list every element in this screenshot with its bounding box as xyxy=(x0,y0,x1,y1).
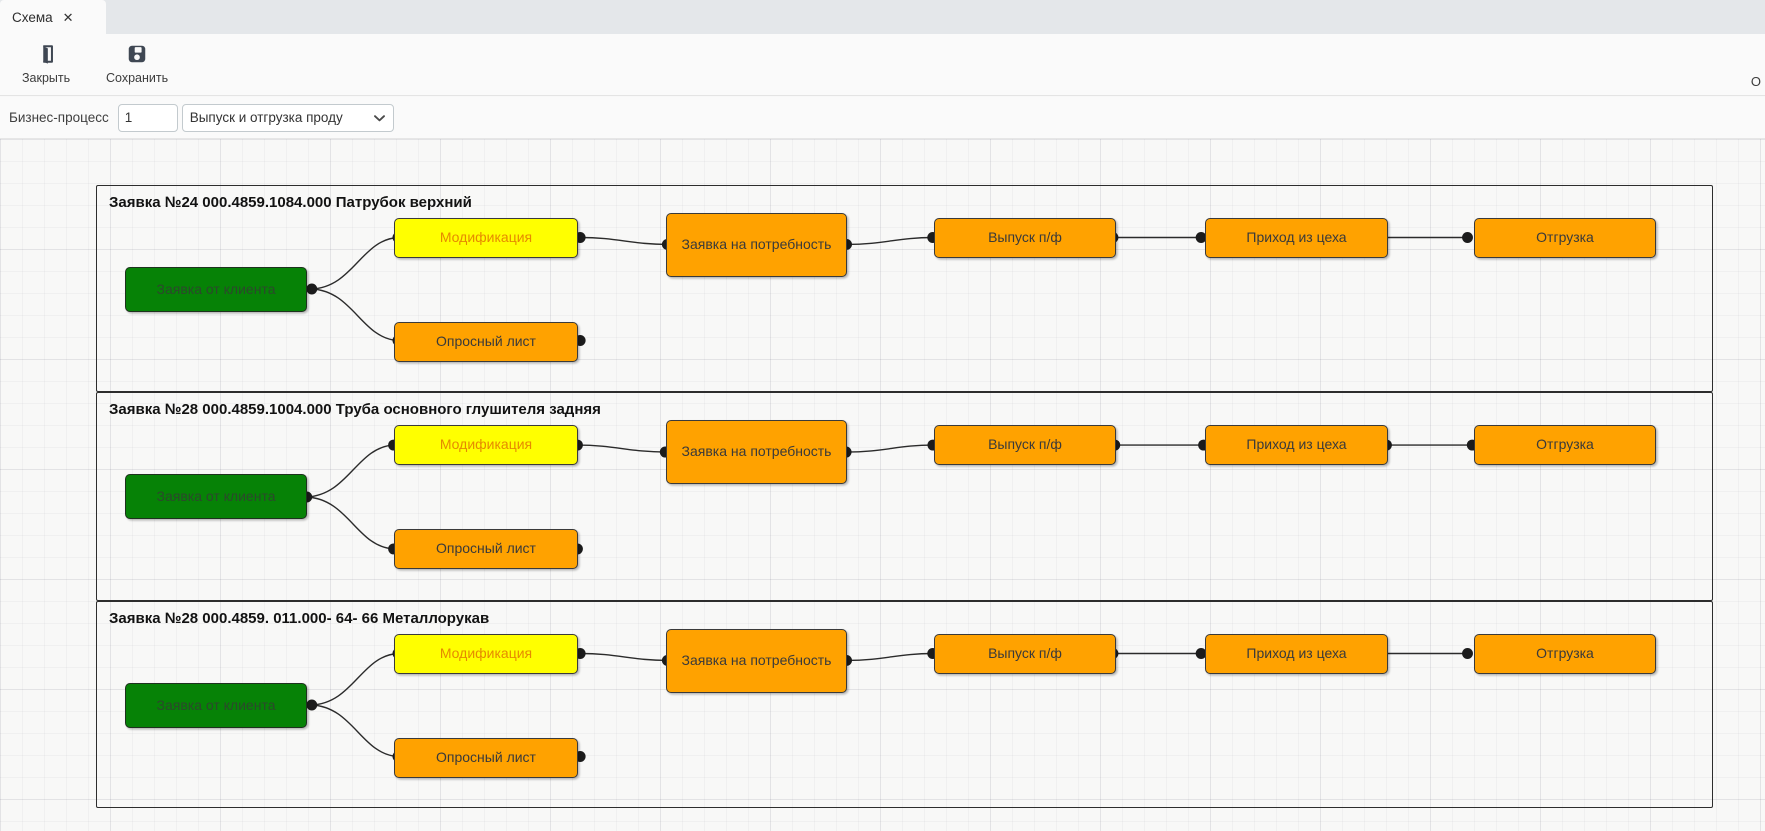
node-client-request[interactable]: Заявка от клиента xyxy=(125,267,307,312)
node-arrival-from-shop[interactable]: Приход из цеха xyxy=(1205,425,1388,465)
tab-close-icon[interactable]: ✕ xyxy=(62,9,74,25)
node-modification[interactable]: Модификация xyxy=(394,425,578,465)
close-button[interactable]: Закрыть xyxy=(16,41,76,87)
node-shipment[interactable]: Отгрузка xyxy=(1474,425,1656,465)
node-modification[interactable]: Модификация xyxy=(394,218,578,258)
process-form-row: Бизнес-процесс Выпуск и отгрузка проду xyxy=(0,97,1765,139)
connector-lines xyxy=(301,439,1478,555)
save-button[interactable]: Сохранить xyxy=(100,41,174,87)
node-demand-request[interactable]: Заявка на потребность xyxy=(666,213,847,277)
connector-lines xyxy=(306,232,1473,346)
node-semi-finished[interactable]: Выпуск п/ф xyxy=(934,425,1116,465)
node-questionnaire[interactable]: Опросный лист xyxy=(394,738,578,778)
toolbar-right-truncated-text: О xyxy=(1750,74,1761,89)
node-demand-request[interactable]: Заявка на потребность xyxy=(666,629,847,693)
tab-schema[interactable]: Схема ✕ xyxy=(0,0,106,34)
floppy-disk-icon xyxy=(126,43,148,68)
node-arrival-from-shop[interactable]: Приход из цеха xyxy=(1205,218,1388,258)
swimlane-2[interactable]: Заявка №28 000.4859.1004.000 Труба основ… xyxy=(96,392,1713,601)
node-demand-request[interactable]: Заявка на потребность xyxy=(666,420,847,484)
node-shipment[interactable]: Отгрузка xyxy=(1474,218,1656,258)
tab-schema-label: Схема xyxy=(12,9,53,25)
swimlane-3[interactable]: Заявка №28 000.4859. 011.000- 64- 66 Мет… xyxy=(96,601,1713,808)
node-semi-finished[interactable]: Выпуск п/ф xyxy=(934,218,1116,258)
close-button-label: Закрыть xyxy=(22,71,71,85)
lane-title: Заявка №24 000.4859.1084.000 Патрубок ве… xyxy=(109,194,472,211)
chevron-down-icon[interactable] xyxy=(372,111,387,131)
process-select[interactable]: Выпуск и отгрузка проду xyxy=(181,103,394,132)
node-client-request[interactable]: Заявка от клиента xyxy=(125,474,307,519)
door-icon xyxy=(35,43,57,68)
node-semi-finished[interactable]: Выпуск п/ф xyxy=(934,634,1116,674)
lane-title: Заявка №28 000.4859. 011.000- 64- 66 Мет… xyxy=(109,610,490,627)
swimlane-1[interactable]: Заявка №24 000.4859.1084.000 Патрубок ве… xyxy=(96,185,1713,392)
process-number-input[interactable] xyxy=(117,103,178,132)
process-select-value: Выпуск и отгрузка проду xyxy=(189,110,343,125)
lane-title: Заявка №28 000.4859.1004.000 Труба основ… xyxy=(109,401,601,418)
toolbar: Закрыть Сохранить О xyxy=(0,34,1765,96)
node-arrival-from-shop[interactable]: Приход из цеха xyxy=(1205,634,1388,674)
save-button-label: Сохранить xyxy=(106,71,169,85)
node-shipment[interactable]: Отгрузка xyxy=(1474,634,1656,674)
node-questionnaire[interactable]: Опросный лист xyxy=(394,322,578,362)
diagram-canvas[interactable]: Заявка №24 000.4859.1084.000 Патрубок ве… xyxy=(0,139,1765,831)
tab-bar: Схема ✕ xyxy=(0,0,1765,34)
node-modification[interactable]: Модификация xyxy=(394,634,578,674)
node-client-request[interactable]: Заявка от клиента xyxy=(125,683,307,728)
connector-lines xyxy=(306,648,1473,762)
node-questionnaire[interactable]: Опросный лист xyxy=(394,529,578,569)
business-process-label: Бизнес-процесс xyxy=(9,110,109,125)
